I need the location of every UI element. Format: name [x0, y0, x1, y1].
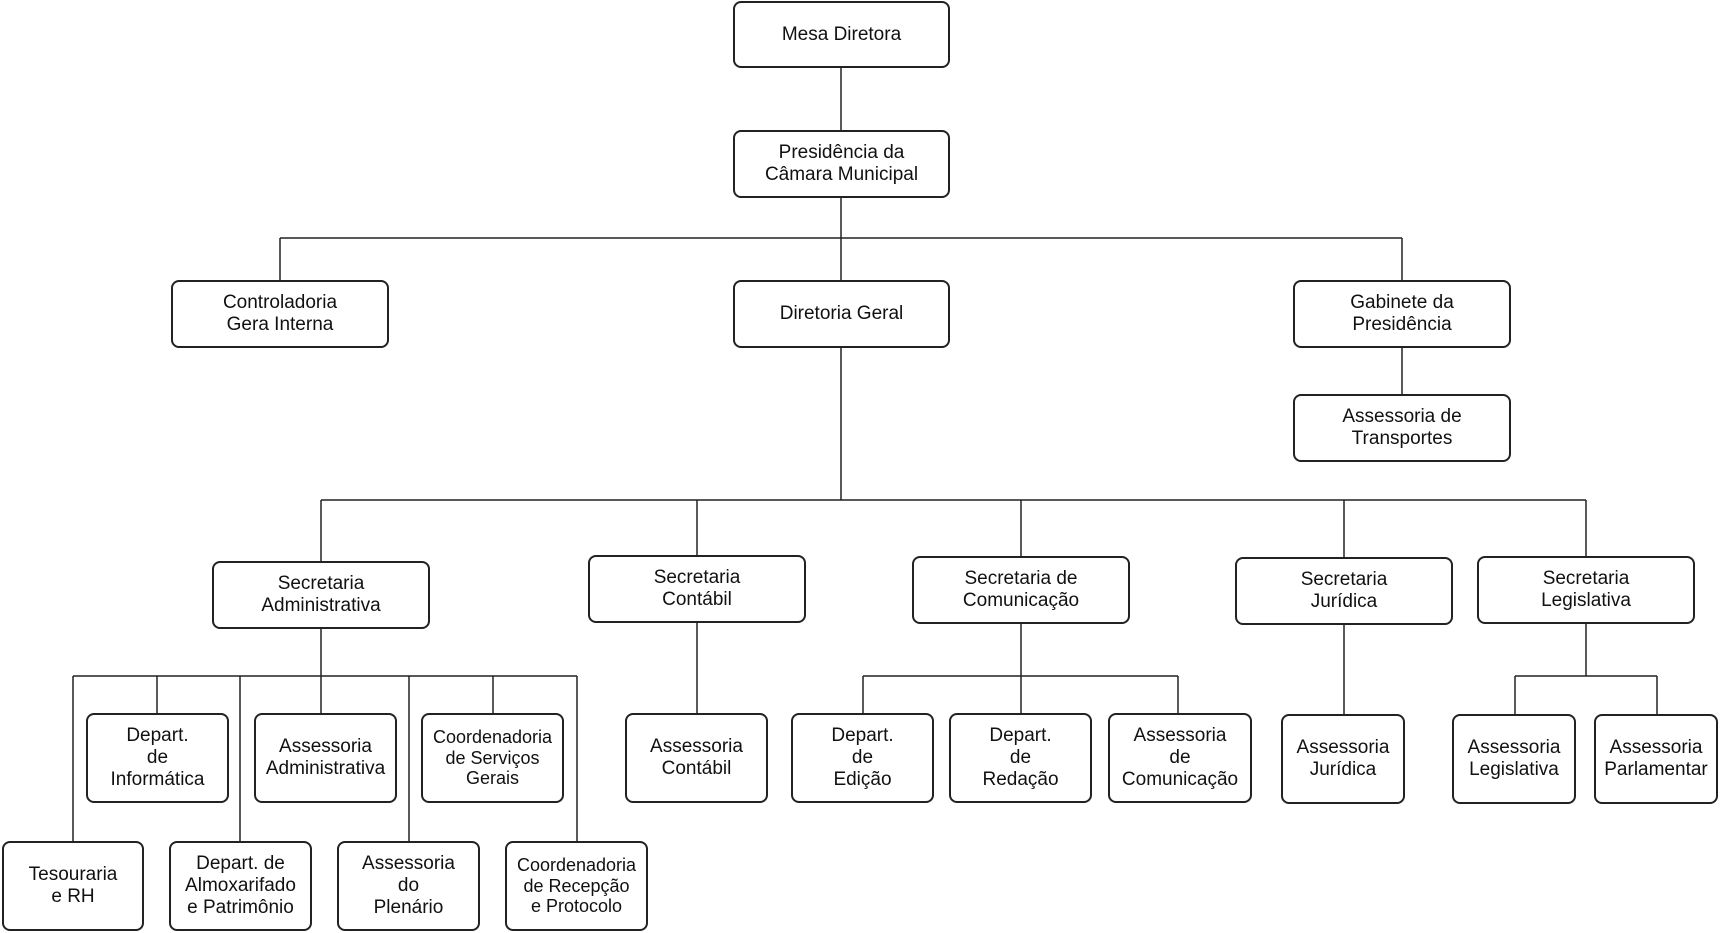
node-coordenadoria-recepcao: Coordenadoria de Recepção e Protocolo — [505, 841, 648, 931]
node-secretaria-juridica: Secretaria Jurídica — [1235, 557, 1453, 625]
node-tesouraria-rh: Tesouraria e RH — [2, 841, 144, 931]
node-assessoria-administrativa: Assessoria Administrativa — [254, 713, 397, 803]
node-depart-almoxarifado: Depart. de Almoxarifado e Patrimônio — [169, 841, 312, 931]
node-secretaria-comunicacao: Secretaria de Comunicação — [912, 556, 1130, 624]
node-controladoria: Controladoria Gera Interna — [171, 280, 389, 348]
node-assessoria-contabil: Assessoria Contábil — [625, 713, 768, 803]
node-assessoria-juridica: Assessoria Jurídica — [1281, 714, 1405, 804]
node-mesa-diretora: Mesa Diretora — [733, 1, 950, 68]
node-coordenadoria-servicos-gerais: Coordenadoria de Serviços Gerais — [421, 713, 564, 803]
node-secretaria-contabil: Secretaria Contábil — [588, 555, 806, 623]
node-gabinete: Gabinete da Presidência — [1293, 280, 1511, 348]
node-diretoria-geral: Diretoria Geral — [733, 280, 950, 348]
node-depart-redacao: Depart. de Redação — [949, 713, 1092, 803]
node-assessoria-legislativa: Assessoria Legislativa — [1452, 714, 1576, 804]
node-depart-informatica: Depart. de Informática — [86, 713, 229, 803]
node-assessoria-plenario: Assessoria do Plenário — [337, 841, 480, 931]
node-assessoria-parlamentar: Assessoria Parlamentar — [1594, 714, 1718, 804]
node-secretaria-administrativa: Secretaria Administrativa — [212, 561, 430, 629]
node-secretaria-legislativa: Secretaria Legislativa — [1477, 556, 1695, 624]
node-presidencia: Presidência da Câmara Municipal — [733, 130, 950, 198]
node-depart-edicao: Depart. de Edição — [791, 713, 934, 803]
node-assessoria-transportes: Assessoria de Transportes — [1293, 394, 1511, 462]
node-assessoria-comunicacao: Assessoria de Comunicação — [1108, 713, 1252, 803]
